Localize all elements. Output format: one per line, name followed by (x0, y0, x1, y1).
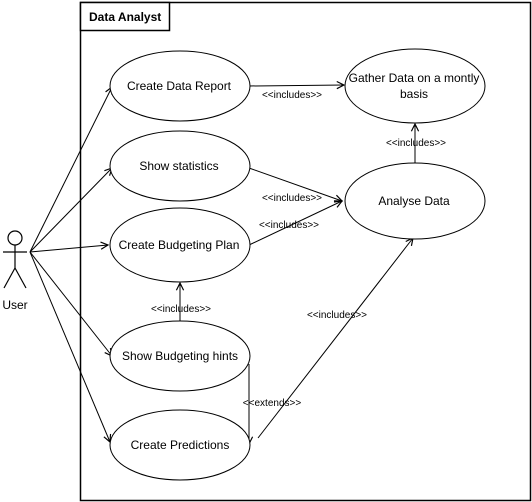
label-report-gather: <<includes>> (262, 90, 322, 101)
use-case-analyse-data[interactable]: Analyse Data (344, 162, 486, 240)
label-hints-plan: <<includes>> (151, 304, 211, 315)
use-case-label-line1: Gather Data on a montly (349, 71, 480, 85)
use-case-create-data-report[interactable]: Create Data Report (109, 50, 251, 122)
association-user-show-statistics (29, 168, 112, 253)
use-case-label: Analyse Data (378, 194, 450, 208)
association-user-predictions (29, 251, 110, 442)
label-plan-analyse: <<includes>> (259, 220, 319, 231)
relation-plan-analyse (248, 201, 342, 246)
use-case-show-budgeting-hints[interactable]: Show Budgeting hints (109, 320, 251, 392)
association-user-budgeting-hints (29, 251, 112, 356)
label-stats-analyse: <<includes>> (262, 193, 322, 204)
label-hints-predictions: <<extends>> (243, 398, 302, 409)
relation-stats-analyse (248, 167, 342, 201)
relation-report-gather (248, 85, 344, 86)
association-user-create-report (29, 87, 112, 253)
use-case-label: Show statistics (139, 159, 218, 173)
use-case-label-line2: basis (400, 87, 428, 101)
label-predictions-analyse: <<includes>> (307, 310, 367, 321)
relation-predictions-analyse (257, 238, 413, 439)
actor-user[interactable] (3, 230, 27, 289)
association-user-budgeting-plan (29, 245, 108, 253)
actor-label: User (2, 298, 27, 312)
use-case-label: Create Data Report (127, 79, 232, 93)
use-case-create-predictions[interactable]: Create Predictions (109, 409, 251, 481)
system-title: Data Analyst (89, 10, 161, 24)
use-case-create-budgeting-plan[interactable]: Create Budgeting Plan (109, 207, 251, 283)
use-case-label: Show Budgeting hints (122, 349, 238, 363)
use-case-label: Create Predictions (131, 438, 230, 452)
use-case-label: Create Budgeting Plan (119, 238, 240, 252)
use-case-gather-data[interactable]: Gather Data on a montly basis (344, 48, 486, 124)
label-analyse-gather: <<includes>> (386, 138, 446, 149)
use-case-show-statistics[interactable]: Show statistics (109, 130, 251, 202)
